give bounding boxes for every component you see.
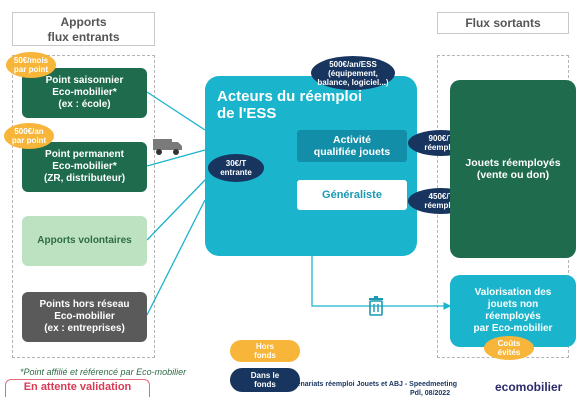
- footer-date: Pdl, 08/2022: [410, 390, 451, 397]
- toy-activity-box: Activité qualifiée jouets: [297, 130, 407, 162]
- source-permanent-point: Point permanent Eco-mobilier* (ZR, distr…: [22, 142, 147, 192]
- badge-permanent-cost: 500€/an par point: [4, 123, 54, 149]
- incoming-group-frame: [12, 55, 155, 358]
- generalist-box: Généraliste: [297, 180, 407, 210]
- connector-permanent: [146, 149, 206, 167]
- footer-text: Partenariats réemploi Jouets et ABJ - Sp…: [282, 381, 457, 388]
- source-off-network-points: Points hors réseau Eco-mobilier (ex : en…: [22, 292, 147, 342]
- connector-voluntary: [146, 179, 206, 241]
- badge-ess-equipment: 500€/an/ESS (équipement, balance, logici…: [311, 56, 395, 90]
- outgoing-flows-header: Flux sortants: [437, 12, 569, 34]
- truck-icon: [153, 139, 182, 155]
- legend-off-funds: Hors fonds: [230, 340, 300, 362]
- output-valorisation: Valorisation des jouets non réemployés p…: [450, 275, 576, 347]
- incoming-flows-header: Apports flux entrants: [12, 12, 155, 46]
- ecomobilier-logo: ecomobilier: [495, 380, 563, 394]
- output-reused-toys: Jouets réemployés (vente ou don): [450, 80, 576, 258]
- connector-seasonal: [146, 91, 206, 131]
- ess-actors-title: Acteurs du réemploi de l'ESS: [217, 88, 363, 122]
- connector-offnetwork: [146, 199, 206, 316]
- pending-validation-label: En attente validation: [5, 379, 150, 397]
- badge-incoming-ton: 30€/T entrante: [208, 154, 264, 182]
- badge-seasonal-cost: 50€/mois par point: [6, 52, 56, 78]
- connector-valorisation: [311, 255, 452, 310]
- badge-avoided-costs: Coûts évités: [484, 336, 534, 360]
- trash-icon: [369, 296, 383, 316]
- legend-in-funds: Dans le fonds: [230, 368, 300, 392]
- source-voluntary-drop: Apports volontaires: [22, 216, 147, 266]
- source-seasonal-point: Point saisonnier Eco-mobilier* (ex : éco…: [22, 68, 147, 118]
- footnote: *Point affilié et référencé par Eco-mobi…: [20, 367, 187, 377]
